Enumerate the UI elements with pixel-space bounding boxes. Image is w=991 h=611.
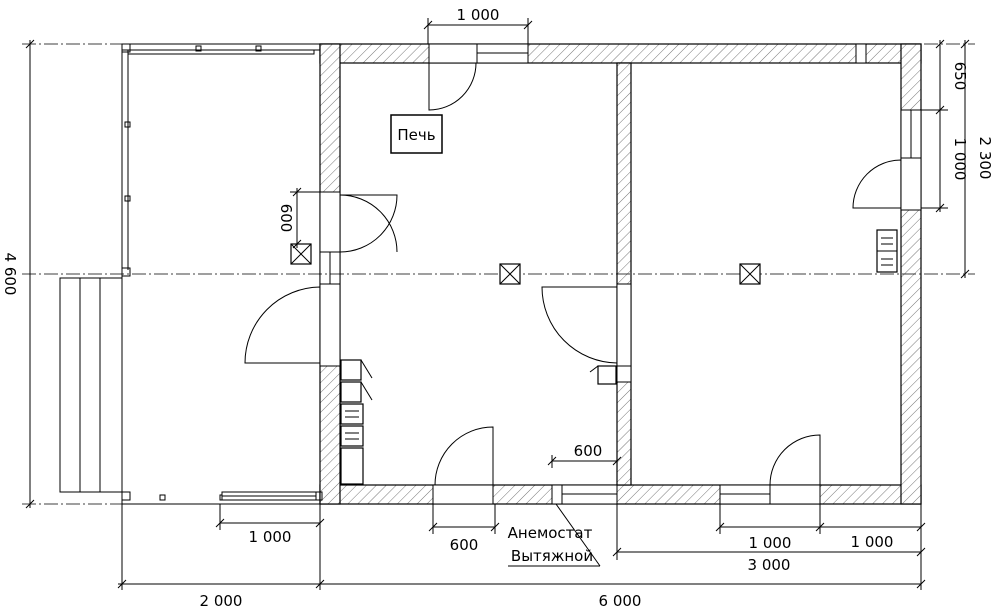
top-right-small-window [855,43,867,64]
outlet-block-icon [876,229,898,273]
dim-bottom-2000: 2 000 [200,592,243,610]
stove [390,114,443,154]
axis-lines [22,43,975,505]
dim-inner-600-vertical: 600 [277,204,295,233]
dim-inner-600-bottom: 600 [574,442,603,460]
anemostat-label-line2: Вытяжной [511,547,593,565]
entrance-stairs [59,277,123,493]
dim-left-4600: 4 600 [1,253,19,296]
bottom-door-opening-left [432,484,494,505]
top-door-opening [428,43,478,64]
anemostat-opening [551,484,563,505]
wall-box-icon [589,365,617,385]
ceiling-fixture-icon [290,243,312,265]
appliance-stack [340,359,373,485]
walls [319,43,922,505]
doors [244,62,902,486]
left-door-opening-lower [319,283,341,367]
bottom-door-opening-right [769,484,821,505]
dim-bottom-1000-mid: 1 000 [749,534,792,552]
ceiling-fixture-icon [499,263,521,285]
ceiling-fixture-icon [739,263,761,285]
right-door-opening [900,157,922,211]
dimension-lines [25,18,970,590]
left-door-opening-upper [319,191,341,253]
wall-top [319,43,922,64]
anemostat-label-line1: Анемостат [508,524,593,542]
dim-right-1000: 1 000 [951,138,969,181]
dim-top-1000: 1 000 [457,6,500,24]
stove-label: Печь [397,126,435,144]
dim-right-2300: 2 300 [976,137,991,180]
partition-door-opening [616,283,632,367]
dim-bottom-6000: 6 000 [599,592,642,610]
fixtures: Печь [290,114,898,485]
dim-right-650: 650 [951,62,969,91]
dim-bottom-600: 600 [450,536,479,554]
dimension-labels: 1 000 650 1 000 2 300 4 600 600 600 1 00… [1,6,991,610]
dim-bottom-3000: 3 000 [748,556,791,574]
dim-bottom-1000-right: 1 000 [851,533,894,551]
dim-bottom-1000-left: 1 000 [249,528,292,546]
partition-lower-opening [616,365,632,383]
wall-bottom [319,484,922,505]
